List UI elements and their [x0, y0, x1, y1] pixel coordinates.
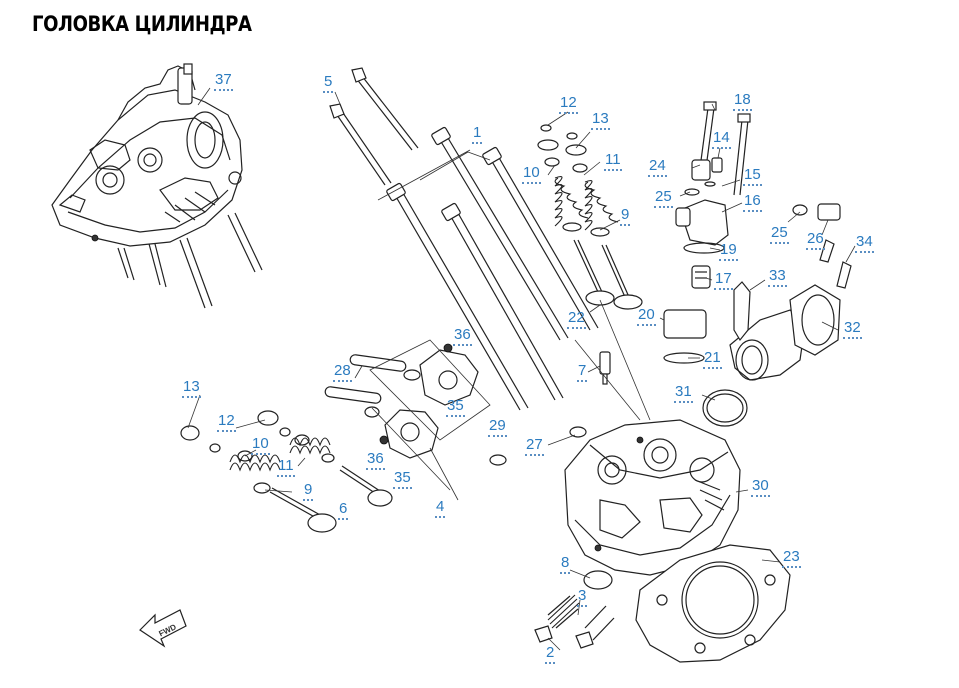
callout-3[interactable]: 3 — [577, 588, 588, 607]
callout-6[interactable]: 6 — [338, 501, 349, 520]
callout-24[interactable]: 24 — [648, 158, 667, 177]
cylinder-head — [564, 299, 741, 576]
leader-lines — [187, 87, 856, 651]
studs-and-nuts — [534, 570, 615, 649]
callout-28[interactable]: 28 — [333, 363, 352, 382]
callout-37[interactable]: 37 — [214, 72, 233, 91]
callout-10[interactable]: 10 — [522, 165, 541, 184]
callout-14[interactable]: 14 — [712, 130, 731, 149]
callout-26[interactable]: 26 — [806, 231, 825, 250]
page-title: ГОЛОВКА ЦИЛИНДРА — [32, 12, 252, 36]
callout-23[interactable]: 23 — [782, 549, 801, 568]
head-gasket — [635, 544, 791, 663]
callout-5[interactable]: 5 — [323, 74, 334, 93]
callout-10-lower[interactable]: 10 — [251, 436, 270, 455]
callout-13[interactable]: 13 — [591, 111, 610, 130]
callout-32[interactable]: 32 — [843, 320, 862, 339]
callout-11[interactable]: 11 — [604, 152, 622, 171]
callout-9-lower[interactable]: 9 — [303, 482, 314, 501]
forward-direction-arrow: FWD — [139, 609, 187, 648]
callout-29[interactable]: 29 — [488, 418, 507, 437]
callout-18[interactable]: 18 — [733, 92, 752, 111]
callout-33[interactable]: 33 — [768, 268, 787, 287]
cylinder-head-bolts — [329, 67, 599, 411]
callout-25[interactable]: 25 — [654, 189, 673, 208]
callout-27[interactable]: 27 — [525, 437, 544, 456]
callout-15[interactable]: 15 — [743, 167, 762, 186]
assembled-cylinder-head — [51, 63, 263, 309]
rocker-arm-assembly — [324, 339, 587, 501]
callout-9[interactable]: 9 — [620, 207, 631, 226]
callout-30[interactable]: 30 — [751, 478, 770, 497]
valve-train-upper — [537, 124, 643, 310]
callout-31[interactable]: 31 — [674, 384, 693, 403]
callout-22[interactable]: 22 — [567, 310, 586, 329]
callout-34[interactable]: 34 — [855, 234, 874, 253]
callout-2[interactable]: 2 — [545, 645, 556, 664]
callout-35-lower[interactable]: 35 — [393, 470, 412, 489]
valve-train-lower — [180, 410, 393, 533]
thermostat-assembly — [663, 101, 852, 364]
callout-1[interactable]: 1 — [472, 125, 483, 144]
callout-16[interactable]: 16 — [743, 193, 762, 212]
callout-25-right[interactable]: 25 — [770, 225, 789, 244]
callout-35[interactable]: 35 — [446, 398, 465, 417]
callout-12-lower[interactable]: 12 — [217, 413, 236, 432]
callout-36-lower[interactable]: 36 — [366, 451, 385, 470]
callout-8[interactable]: 8 — [560, 555, 571, 574]
callout-4[interactable]: 4 — [435, 499, 446, 518]
callout-7[interactable]: 7 — [577, 363, 588, 382]
callout-11-lower[interactable]: 11 — [277, 458, 295, 477]
callout-19[interactable]: 19 — [719, 242, 738, 261]
callout-21[interactable]: 21 — [703, 350, 722, 369]
callout-12[interactable]: 12 — [559, 95, 578, 114]
callout-20[interactable]: 20 — [637, 307, 656, 326]
callout-36[interactable]: 36 — [453, 327, 472, 346]
intake-manifold — [702, 281, 841, 427]
callout-13-lower[interactable]: 13 — [182, 379, 201, 398]
callout-17[interactable]: 17 — [714, 271, 733, 290]
